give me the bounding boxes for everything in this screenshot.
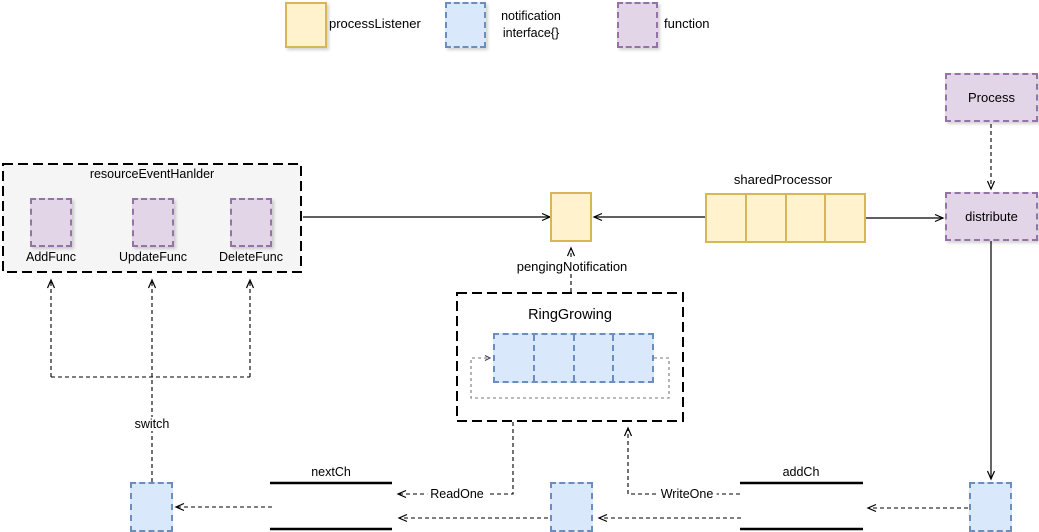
- distribute-node: distribute: [945, 192, 1038, 241]
- shared-processor-cell: [707, 195, 747, 241]
- add-func-box: [30, 198, 72, 247]
- legend-function-label: function: [664, 16, 710, 31]
- addch-label: addCh: [782, 465, 820, 479]
- notification-box-middle: [550, 482, 593, 532]
- delete-func-box: [230, 198, 272, 247]
- penging-notification-label: pengingNotification: [513, 260, 631, 274]
- delete-func-label: DeleteFunc: [219, 250, 283, 264]
- legend-function-swatch: [617, 2, 658, 48]
- notification-box-right: [969, 482, 1012, 532]
- ring-cell: [614, 335, 652, 381]
- legend-notification-swatch: [445, 2, 486, 48]
- writeone-label: WriteOne: [657, 487, 717, 501]
- arrow-writeone-addch-to-ring: [623, 426, 740, 495]
- arrow-readone-ring-to-nextch: [396, 422, 514, 499]
- readone-label: ReadOne: [427, 487, 487, 501]
- update-func-label: UpdateFunc: [118, 250, 188, 264]
- legend-notification-label-line2: interface{}: [502, 26, 560, 40]
- ring-cell: [535, 335, 575, 381]
- legend-notification-label: notification interface{}: [487, 8, 575, 42]
- shared-processor-cell: [826, 195, 864, 241]
- notification-box-left: [130, 482, 173, 532]
- process-node: Process: [945, 73, 1038, 122]
- switch-label: switch: [131, 417, 173, 431]
- add-func-label: AddFunc: [25, 250, 77, 264]
- shared-processor-label: sharedProcessor: [733, 172, 833, 187]
- ring-cell: [575, 335, 615, 381]
- resource-event-handler-title: resourceEventHanlder: [89, 167, 215, 181]
- penging-notification-box: [550, 192, 592, 242]
- ring-cell: [495, 335, 535, 381]
- nextch-label: nextCh: [311, 465, 351, 479]
- legend-notification-label-line1: notification: [501, 9, 561, 23]
- shared-processor-queue: [705, 193, 866, 243]
- legend-process-listener-swatch: [285, 2, 327, 48]
- ring-growing-title: RingGrowing: [528, 307, 612, 323]
- ring-growing-buffer: [493, 333, 654, 383]
- shared-processor-cell: [787, 195, 827, 241]
- shared-processor-cell: [747, 195, 787, 241]
- update-func-box: [132, 198, 174, 247]
- legend-process-listener-label: processListener: [329, 16, 421, 31]
